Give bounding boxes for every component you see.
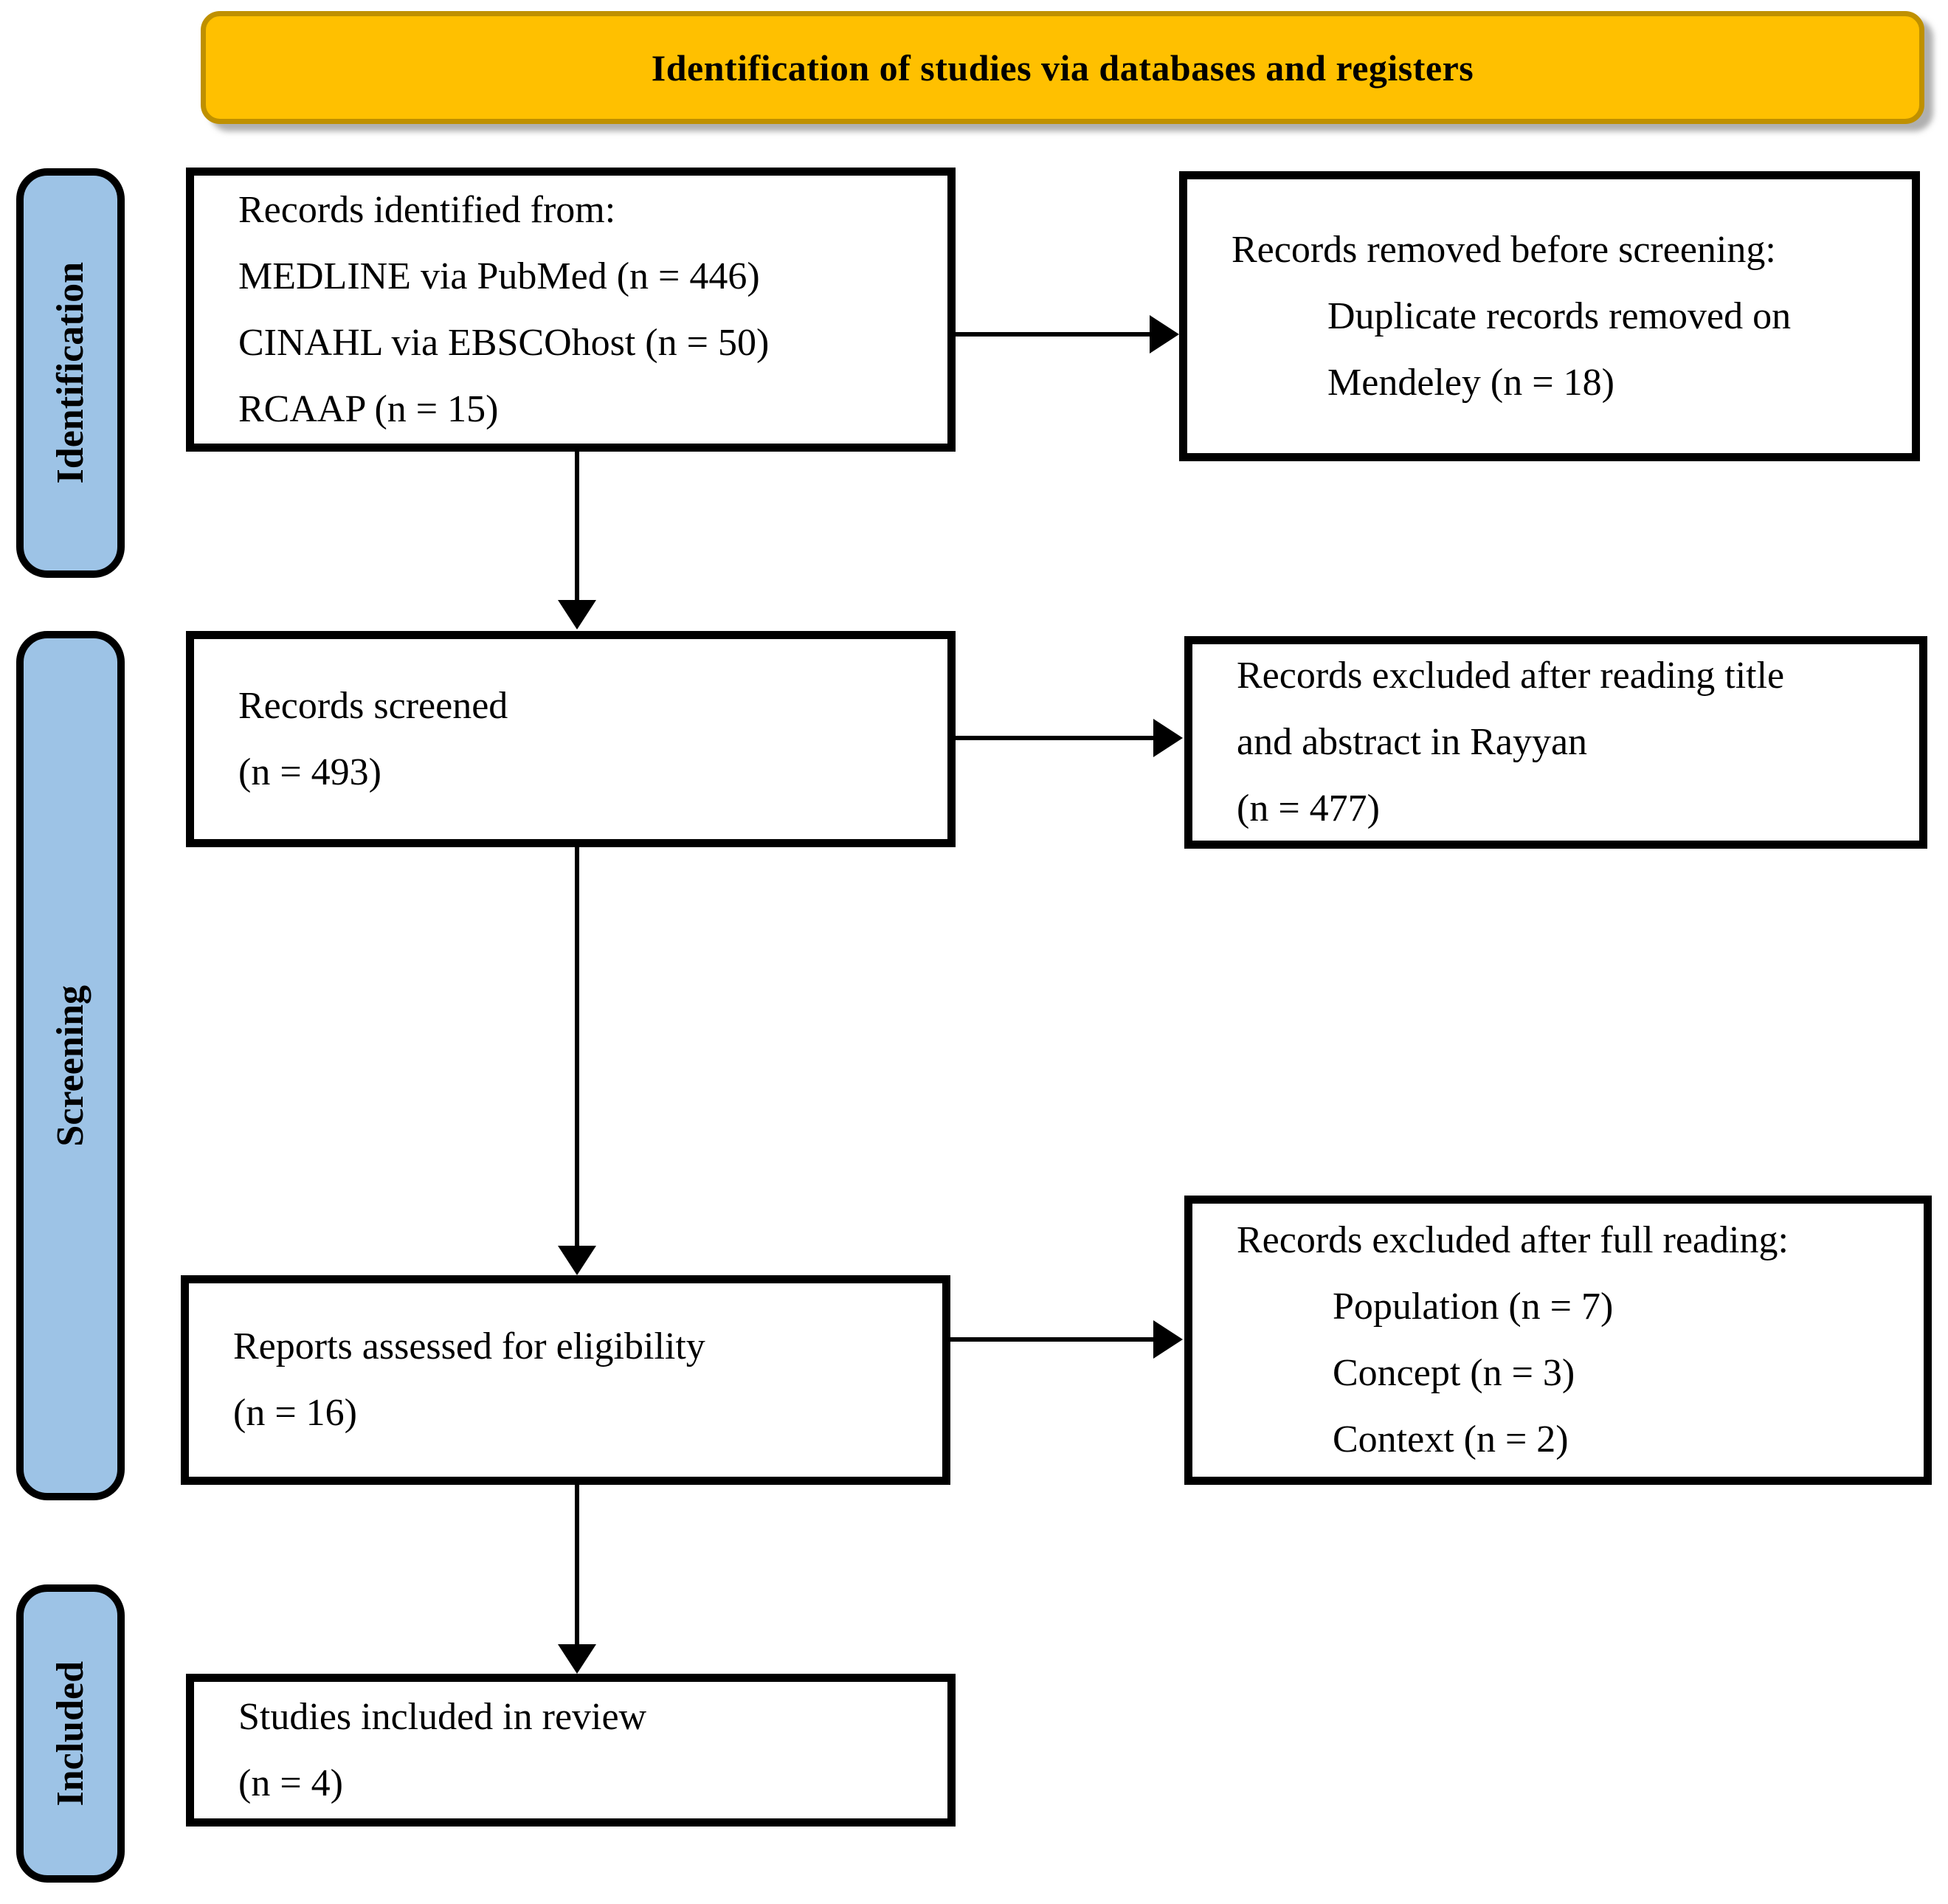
- title-banner-label: Identification of studies via databases …: [651, 46, 1474, 89]
- arrow-assessed-to-included-head: [558, 1644, 596, 1674]
- studies-included-line: (n = 4): [238, 1762, 343, 1804]
- arrow-screened-to-excluded-head: [1153, 719, 1183, 757]
- arrow-screened-to-assessed-head: [558, 1246, 596, 1275]
- arrow-identified-to-screened-head: [558, 600, 596, 630]
- stage-label-screening-text: Screening: [49, 984, 91, 1147]
- arrow-identified-to-removed-shaft: [956, 332, 1153, 337]
- studies-included-line: Studies included in review: [238, 1695, 647, 1738]
- stage-label-included-text: Included: [49, 1660, 91, 1807]
- box-records-screened: Records screened (n = 493): [186, 631, 956, 847]
- arrow-identified-to-screened-shaft: [575, 452, 579, 603]
- arrow-assessed-to-excluded-full-head: [1153, 1320, 1183, 1359]
- records-excluded-title-line: Records excluded after reading title: [1237, 655, 1785, 697]
- reports-assessed-line: Reports assessed for eligibility: [233, 1325, 705, 1367]
- box-records-excluded-title-abstract: Records excluded after reading title and…: [1184, 636, 1927, 849]
- arrow-assessed-to-included-shaft: [575, 1485, 579, 1647]
- records-excluded-title-line: and abstract in Rayyan: [1237, 721, 1588, 763]
- records-removed-line: Duplicate records removed on: [1327, 294, 1792, 337]
- records-removed-line: Mendeley (n = 18): [1327, 361, 1614, 404]
- title-banner: Identification of studies via databases …: [201, 11, 1924, 124]
- arrow-identified-to-removed-head: [1150, 315, 1179, 353]
- stage-label-identification-text: Identification: [49, 262, 91, 484]
- arrow-assessed-to-excluded-full-shaft: [950, 1337, 1156, 1342]
- box-records-identified: Records identified from: MEDLINE via Pub…: [186, 168, 956, 452]
- records-excluded-full-line: Concept (n = 3): [1333, 1352, 1575, 1394]
- box-studies-included: Studies included in review (n = 4): [186, 1674, 956, 1827]
- records-identified-line: Records identified from:: [238, 188, 616, 231]
- stage-label-identification: Identification: [16, 168, 125, 578]
- records-excluded-full-line: Population (n = 7): [1333, 1286, 1614, 1328]
- stage-label-included: Included: [16, 1584, 125, 1883]
- records-identified-line: MEDLINE via PubMed (n = 446): [238, 255, 760, 297]
- box-records-removed: Records removed before screening: Duplic…: [1179, 171, 1920, 461]
- arrow-screened-to-excluded-shaft: [956, 736, 1156, 740]
- records-screened-line: (n = 493): [238, 751, 381, 793]
- arrow-screened-to-assessed-shaft: [575, 847, 579, 1249]
- records-screened-line: Records screened: [238, 684, 508, 727]
- records-excluded-full-line: Records excluded after full reading:: [1237, 1219, 1789, 1261]
- stage-label-screening: Screening: [16, 631, 125, 1500]
- box-reports-assessed: Reports assessed for eligibility (n = 16…: [181, 1275, 950, 1485]
- records-identified-line: RCAAP (n = 15): [238, 387, 499, 430]
- records-excluded-full-line: Context (n = 2): [1333, 1418, 1569, 1460]
- records-removed-line: Records removed before screening:: [1232, 228, 1776, 271]
- records-excluded-title-line: (n = 477): [1237, 787, 1380, 829]
- records-identified-line: CINAHL via EBSCOhost (n = 50): [238, 321, 770, 364]
- box-records-excluded-full-reading: Records excluded after full reading: Pop…: [1184, 1196, 1932, 1485]
- reports-assessed-line: (n = 16): [233, 1392, 357, 1434]
